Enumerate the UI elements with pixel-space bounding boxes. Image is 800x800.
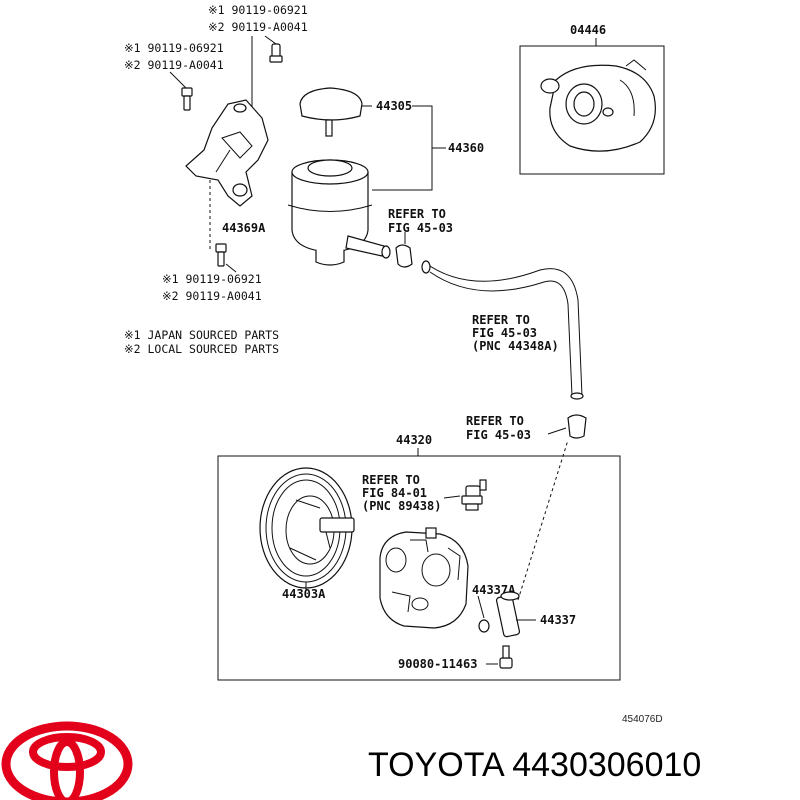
return-hose [421,260,584,400]
label-04446: 04446 [570,23,606,37]
bolt-90080 [499,645,513,669]
label-bottom-note-2: ※2 90119-A0041 [162,289,262,303]
reservoir-tank [287,159,391,266]
bolt-top [269,43,283,63]
label-bottom-note-1: ※1 90119-06921 [162,272,262,286]
ref3-line1: REFER TO [466,414,524,428]
bolt-left [181,87,193,111]
o-ring-44337a [478,619,490,633]
label-44369a: 44369A [222,221,266,235]
ref1-line2: FIG 45-03 [388,221,453,235]
label-44320: 44320 [396,433,432,447]
label-90080: 90080-11463 [398,657,477,671]
ref3-line2: FIG 45-03 [466,428,531,442]
reservoir-cap-44305 [299,87,363,137]
label-top-note-2: ※2 90119-A0041 [208,20,308,34]
pressure-switch [461,479,487,511]
union-44337 [495,591,521,638]
box-pump-assembly [217,455,621,681]
brand-part-number: TOYOTA 4430306010 [368,746,701,784]
hose-clamp-1 [395,244,413,268]
label-left-note-1: ※1 90119-06921 [124,41,224,55]
ref4-line1: REFER TO [362,473,420,487]
bracket-44360 [372,105,433,191]
power-steering-pump [379,527,469,629]
pulley-44303a [259,467,355,589]
ref2-line3: (PNC 44348A) [472,339,559,353]
label-44337: 44337 [540,613,576,627]
toyota-logo-icon [1,721,133,800]
ref4-line2: FIG 84-01 [362,486,427,500]
ref2-line2: FIG 45-03 [472,326,537,340]
label-44360: 44360 [448,141,484,155]
label-44303a: 44303A [282,587,326,601]
ref2-line1: REFER TO [472,313,530,327]
box-gasket-kit [519,45,665,175]
gasket-kit-04446 [540,59,656,152]
hose-clamp-2 [567,414,587,439]
diagram-code: 454076D [622,714,663,725]
label-top-note-1: ※1 90119-06921 [208,3,308,17]
ref4-line3: (PNC 89438) [362,499,441,513]
legend-local: ※2 LOCAL SOURCED PARTS [124,342,279,356]
legend-japan: ※1 JAPAN SOURCED PARTS [124,328,279,342]
bolt-bottom [215,243,227,267]
ref1-line1: REFER TO [388,207,446,221]
label-left-note-2: ※2 90119-A0041 [124,58,224,72]
bracket-44369a [185,99,269,207]
label-44305: 44305 [376,99,412,113]
